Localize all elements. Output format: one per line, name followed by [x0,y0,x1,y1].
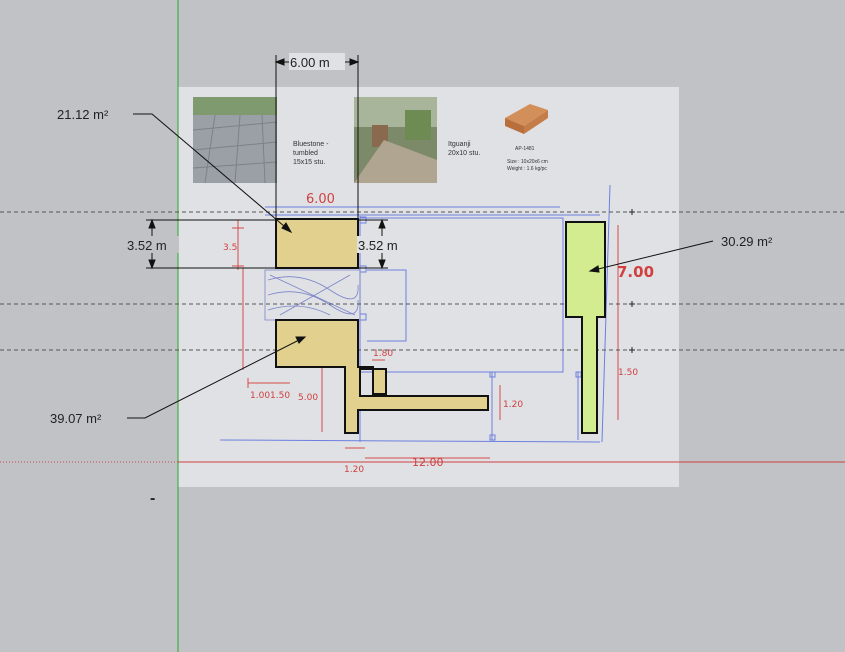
tile1-caption-3: 15x15 stu. [293,159,325,166]
guide-lines [0,211,845,351]
leader-bottom-left[interactable] [127,336,307,419]
face-bottom-left[interactable] [275,319,489,434]
dim-mid-height-bg [357,236,409,253]
brick-spec-2: Size : 10x20x6 cm [507,159,548,165]
minus-marker: - [150,490,155,507]
garden-photo [354,97,437,183]
note-dim-130-left: 1.00 [250,391,270,401]
note-right-height: 7.00 [617,263,654,281]
tile2-caption-2: 20x10 stu. [448,150,480,157]
dim-left-height-label: 3.52 m [127,238,167,253]
note-dim-180: 1.80 [373,349,393,359]
tile1-caption-1: Bluestone - [293,141,329,148]
leader-top-left[interactable] [133,113,293,234]
dim-top-width-bg [289,53,345,70]
bluestone-photo [192,97,278,184]
brick-photo [505,104,548,134]
brick-spec-1: AP-1481 [515,146,535,152]
sketch-hatch [264,269,361,321]
guide-plus-markers [629,209,635,353]
brick-spec-3: Weight : 1.6 kg/pc [507,166,547,172]
dim-mid-height-label: 3.52 m [358,238,398,253]
face-right[interactable] [565,221,606,434]
area-label-right[interactable]: 30.29 m² [721,234,773,249]
dim-left-height-bg [127,236,179,253]
sketch-red-annotations [232,220,619,459]
note-dim-500: 5.00 [298,393,318,403]
note-dim-120: 1.20 [344,465,364,475]
note-dim-150: 1.50 [270,391,290,401]
face-top-left[interactable] [275,218,359,269]
note-dim-130-right: 1.50 [618,368,638,378]
tile1-caption-2: tumbled [293,150,318,157]
dim-left-height[interactable] [146,218,276,270]
note-dim-120b: 1.20 [503,400,523,410]
note-dim-350: 3.5 [223,243,237,253]
dim-top-width-label: 6.00 m [290,55,330,70]
note-top-width: 6.00 [306,192,335,207]
tile2-caption-1: Itguanji [448,141,471,148]
area-label-bottom-left[interactable]: 39.07 m² [50,411,102,426]
area-label-top-left[interactable]: 21.12 m² [57,107,109,122]
leader-right[interactable] [588,240,714,273]
